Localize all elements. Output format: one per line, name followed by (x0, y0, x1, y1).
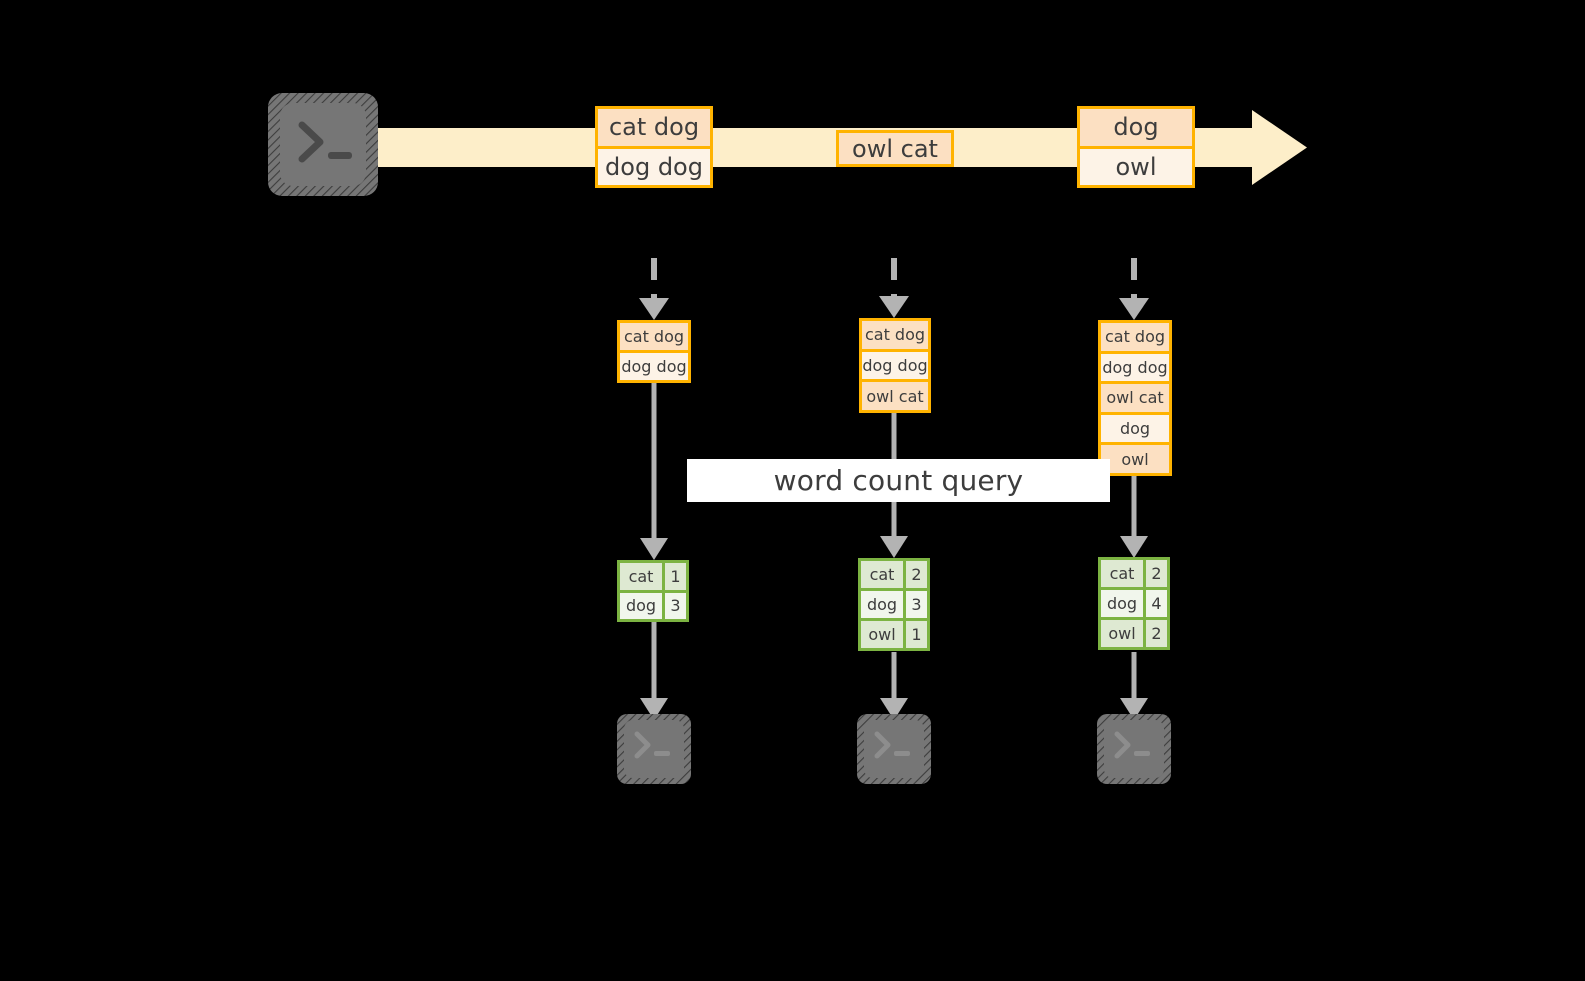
snapshot-1-result: cat 1 dog 3 (617, 560, 689, 622)
sink-arrows (640, 622, 1148, 720)
accumulated-line: owl cat (1101, 381, 1169, 412)
accumulated-line: dog dog (1101, 350, 1169, 382)
query-arrows (640, 383, 1148, 560)
result-row: dog 4 (1101, 587, 1167, 617)
stream-record-line: dog dog (598, 145, 710, 185)
result-count: 2 (1143, 560, 1167, 587)
result-row: cat 2 (1101, 560, 1167, 587)
result-word: dog (861, 591, 903, 618)
accumulated-line: cat dog (620, 323, 688, 350)
stream-record-line: dog (1080, 109, 1192, 146)
snapshot-3-result: cat 2 dog 4 owl 2 (1098, 557, 1170, 650)
result-row: owl 1 (861, 618, 927, 648)
stream-record-3: dog owl (1077, 106, 1195, 188)
stream-record-1: cat dog dog dog (595, 106, 713, 188)
sink-terminal-icon-2 (857, 714, 931, 784)
stream-record-2: owl cat (836, 130, 954, 167)
sink-terminal-icon-1 (617, 714, 691, 784)
snapshot-1-accumulated: cat dog dog dog (617, 320, 691, 383)
result-count: 1 (662, 563, 686, 590)
result-word: owl (861, 621, 903, 648)
result-count: 1 (903, 621, 927, 648)
result-row: owl 2 (1101, 617, 1167, 647)
result-row: cat 1 (620, 563, 686, 590)
result-count: 3 (903, 591, 927, 618)
result-word: owl (1101, 620, 1143, 647)
snapshot-3-accumulated: cat dog dog dog owl cat dog owl (1098, 320, 1172, 476)
query-label: word count query (687, 459, 1110, 502)
stream-record-line: owl (1080, 145, 1192, 185)
result-word: cat (1101, 560, 1143, 587)
result-word: cat (620, 563, 662, 590)
result-word: dog (1101, 590, 1143, 617)
accumulated-line: dog dog (862, 348, 928, 380)
accumulated-line: owl (1101, 442, 1169, 473)
result-word: dog (620, 592, 662, 619)
accumulated-line: cat dog (1101, 323, 1169, 351)
result-word: cat (861, 561, 903, 588)
result-count: 2 (903, 561, 927, 588)
result-row: cat 2 (861, 561, 927, 588)
snapshot-2-accumulated: cat dog dog dog owl cat (859, 318, 931, 413)
accumulated-line: dog (1101, 411, 1169, 443)
accumulated-line: cat dog (862, 321, 928, 349)
snapshot-2-result: cat 2 dog 3 owl 1 (858, 558, 930, 651)
result-row: dog 3 (620, 589, 686, 619)
accumulated-line: owl cat (862, 379, 928, 411)
result-row: dog 3 (861, 588, 927, 618)
sink-terminal-icon-3 (1097, 714, 1171, 784)
accumulated-line: dog dog (620, 350, 688, 380)
source-terminal-icon (268, 93, 378, 196)
result-count: 4 (1143, 590, 1167, 617)
stream-record-line: cat dog (598, 109, 710, 146)
result-count: 3 (662, 592, 686, 619)
result-count: 2 (1143, 620, 1167, 647)
stream-record-line: owl cat (839, 133, 951, 164)
stream-tap-arrows (639, 258, 1149, 320)
